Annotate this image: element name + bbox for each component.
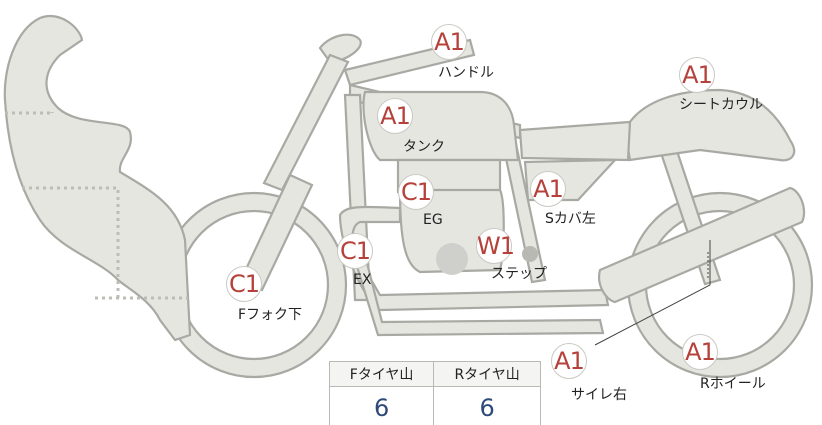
part-label-tank: タンク	[403, 139, 445, 155]
grade-badge-front-fork-lower: C1	[226, 266, 262, 302]
grade-badge-seat-cowl: A1	[679, 57, 715, 93]
rear-tire-value: 6	[433, 386, 541, 425]
front-tire-value: 6	[328, 386, 435, 425]
grade-badge-step: W1	[476, 228, 515, 264]
part-label-engine: EG	[423, 212, 443, 228]
grade-badge-rear-wheel: A1	[682, 334, 718, 370]
grade-badge-handle: A1	[431, 24, 467, 60]
grade-badge-exhaust: C1	[337, 233, 373, 269]
part-label-seat-cowl: シートカウル	[679, 97, 763, 113]
part-label-rear-wheel: Rホイール	[700, 376, 766, 392]
part-label-side-cover-left: Sカバ左	[545, 211, 596, 227]
grade-badge-tank: A1	[377, 98, 413, 134]
part-label-front-fork-lower: Fフォク下	[238, 307, 303, 323]
part-label-exhaust: EX	[353, 272, 372, 288]
grade-badge-silencer-right: A1	[551, 343, 587, 379]
front-tire-header: Fタイヤ山	[328, 361, 435, 387]
part-label-silencer-right: サイレ右	[571, 387, 627, 403]
grade-badge-side-cover-left: A1	[530, 171, 566, 207]
part-label-step: ステップ	[491, 266, 547, 282]
tire-tread-table: Fタイヤ山 Rタイヤ山 6 6	[328, 361, 541, 425]
rear-tire-header: Rタイヤ山	[433, 361, 541, 387]
part-label-handle: ハンドル	[438, 65, 494, 81]
grade-badge-engine: C1	[398, 174, 434, 210]
